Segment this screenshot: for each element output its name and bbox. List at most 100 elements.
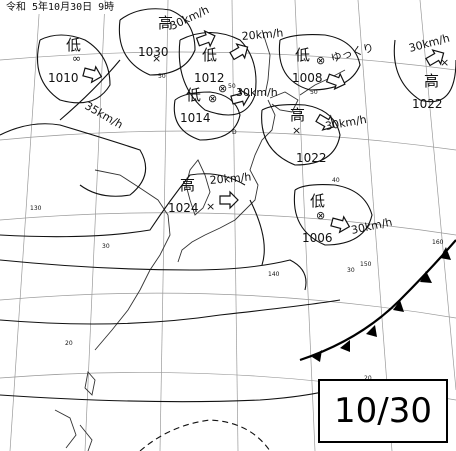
movement-arrow-icon	[230, 88, 251, 107]
system-speed-label: 30km/h	[350, 216, 394, 237]
isobar	[278, 34, 361, 91]
isobar	[293, 184, 373, 246]
hokkaido-coastline	[269, 91, 299, 113]
system-kind-label: 高	[158, 14, 173, 32]
isobar	[118, 8, 196, 76]
system-center-icon: ⊗	[316, 209, 325, 222]
grid-label: 130	[30, 205, 42, 212]
cold-front	[299, 239, 456, 362]
system-kind-label: 低	[186, 86, 201, 104]
front-triangle	[393, 300, 404, 312]
system-kind-label: 高	[290, 106, 305, 124]
grid-label: 50	[310, 89, 318, 96]
grid-label: 50	[228, 83, 236, 90]
movement-arrow-icon	[82, 65, 103, 84]
japan-coastline	[177, 99, 276, 263]
grid-label: 30	[347, 267, 355, 274]
meridian-line	[9, 0, 41, 451]
system-center-icon: ×	[292, 124, 301, 137]
system-center-icon: ⊗	[218, 82, 227, 95]
meridian-line	[231, 0, 239, 451]
philippines-coastline	[54, 409, 93, 451]
parallel-line	[0, 212, 456, 236]
grid-label: 30	[102, 243, 110, 250]
parallel-line	[0, 130, 456, 151]
front-triangle	[440, 247, 451, 260]
system-speed-label: 30km/h	[236, 86, 278, 99]
pressure-system-low-1014: 低 ⊗ 1014 30km/h	[180, 86, 278, 125]
meridian-line	[84, 0, 106, 451]
isobar	[0, 123, 147, 197]
grid-label: 40	[332, 177, 340, 184]
system-speed-label: 35km/h	[83, 99, 126, 131]
system-speed-label: 20km/h	[241, 26, 284, 43]
isobar	[178, 32, 257, 116]
grid-label: D	[232, 129, 237, 136]
isobar	[59, 59, 121, 121]
coastline	[54, 29, 346, 451]
system-pressure-label: 1006	[302, 231, 333, 245]
china-coastline	[94, 169, 171, 351]
meridian-line	[159, 0, 169, 451]
front-triangle	[312, 350, 322, 362]
movement-arrow-icon	[330, 215, 351, 234]
system-kind-label: 高	[424, 72, 439, 90]
grid-label: 160	[432, 239, 444, 246]
meridian-line	[419, 0, 456, 391]
system-kind-label: 低	[310, 192, 325, 210]
parallel-line	[0, 51, 456, 71]
front-triangle	[340, 340, 350, 352]
system-center-icon: ⊗	[208, 92, 217, 105]
meridian-line	[357, 0, 393, 451]
pressure-system-low-1006: 低⊗ 1006 30km/h	[302, 192, 393, 245]
movement-arrow-icon	[219, 190, 239, 210]
system-kind-label: 低	[202, 46, 217, 64]
isobar	[0, 379, 361, 403]
kuril-islands	[299, 69, 346, 96]
movement-arrow-icon	[315, 113, 335, 131]
system-center-icon: ×	[206, 200, 215, 213]
isobars	[0, 8, 456, 451]
meridian-line	[294, 0, 316, 451]
korea-coastline	[185, 159, 211, 216]
system-center-icon: ⊗	[316, 54, 325, 67]
grid-label: 20	[364, 375, 372, 382]
system-kind-label: 低	[66, 36, 81, 54]
system-center-icon: ×	[152, 52, 161, 65]
parallel-line	[0, 292, 456, 319]
sakhalin-coastline	[261, 29, 271, 96]
system-pressure-label: 1024	[168, 201, 199, 215]
system-pressure-label: 1014	[180, 111, 211, 125]
isobar	[173, 91, 241, 141]
pressure-systems: 低∞101035km/h高×103030km/h低⊗101220km/h低⊗10…	[48, 3, 451, 245]
isobar	[249, 199, 265, 266]
isobar	[0, 259, 307, 291]
isobar	[139, 419, 271, 451]
isobar	[0, 299, 341, 325]
system-pressure-label: 1030	[138, 45, 169, 59]
system-speed-label: 30km/h	[407, 32, 451, 55]
taiwan-coastline	[84, 371, 96, 396]
system-center-icon: ×	[440, 56, 449, 69]
grid-value-labels: 50 50 50 40 30 20 20 160 150 140 130 30 …	[30, 73, 444, 382]
system-kind-label: 低	[295, 46, 310, 64]
movement-arrow-icon	[325, 72, 346, 91]
system-center-icon: ∞	[72, 52, 81, 65]
front-line	[299, 239, 456, 362]
system-pressure-label: 1008	[292, 71, 323, 85]
map-timestamp: 令和 5年10月30日 9時	[4, 2, 117, 14]
system-pressure-label: 1022	[296, 151, 327, 165]
date-badge: 10/30	[318, 379, 448, 443]
movement-arrow-icon	[195, 29, 216, 48]
isobar	[36, 34, 111, 104]
movement-arrow-icon	[425, 49, 445, 67]
isobar	[393, 39, 456, 103]
system-kind-label: 高	[180, 176, 195, 194]
